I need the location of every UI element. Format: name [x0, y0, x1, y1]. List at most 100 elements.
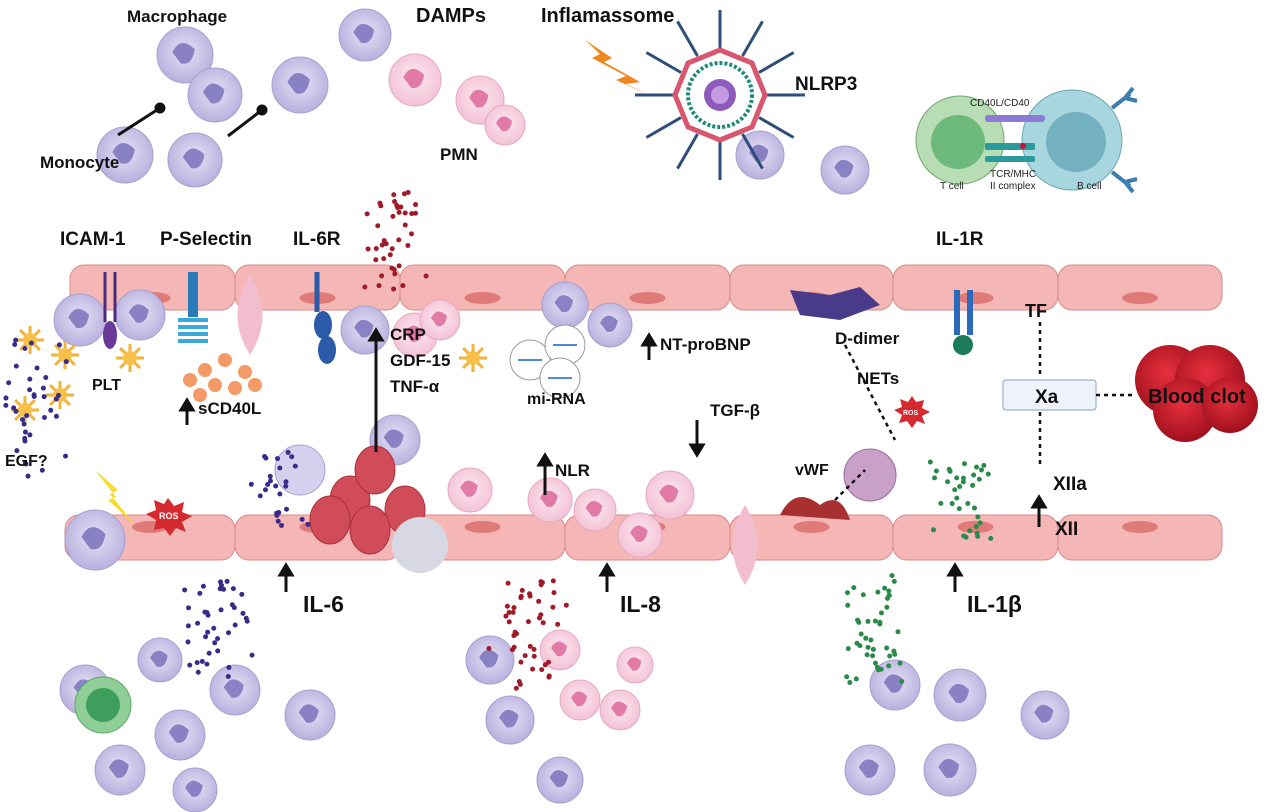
cytokine-dot	[365, 246, 371, 252]
cytokine-dot	[226, 664, 232, 670]
cytokine-dot	[423, 273, 429, 279]
cytokine-dot	[277, 491, 283, 497]
cytokine-dot	[22, 438, 28, 444]
label-il6: IL-6	[303, 591, 344, 617]
neutrophil-cell	[388, 53, 442, 107]
label-mirna: mi-RNA	[527, 391, 586, 408]
cytokine-dot	[540, 620, 546, 626]
cytokine-dot	[510, 609, 516, 615]
label-scd40l: sCD40L	[198, 399, 261, 418]
cytokine-dot	[22, 345, 28, 351]
cytokine-dot	[538, 582, 544, 588]
cytokine-dot	[897, 660, 903, 666]
cytokine-dot	[279, 522, 285, 528]
cytokine-dot	[19, 417, 25, 423]
bcell-label: B cell	[1077, 181, 1101, 192]
cytokine-dot	[229, 602, 235, 608]
cytokine-dot	[305, 521, 311, 527]
cytokine-dot	[362, 284, 368, 290]
cytokine-dot	[400, 283, 406, 289]
monocyte-cell	[154, 709, 206, 761]
cytokine-dot	[973, 524, 979, 530]
cytokine-dot	[899, 678, 905, 684]
label-il1b: IL-1β	[967, 591, 1022, 617]
platelet-icon	[11, 396, 39, 424]
endothelial-cell	[1057, 514, 1223, 561]
label-ros: ROS	[159, 511, 179, 521]
cytokine-dot	[273, 483, 279, 489]
label-macrophage: Macrophage	[127, 7, 227, 26]
neutrophil-transmigrating	[237, 275, 263, 355]
arrow-icon	[117, 106, 161, 137]
cytokine-dot	[379, 273, 385, 279]
cytokine-dot	[377, 200, 383, 206]
cytokine-dot	[847, 679, 853, 685]
cytokine-dot	[858, 631, 864, 637]
label-damps: DAMPs	[416, 5, 486, 27]
label-d-dimer: D-dimer	[835, 329, 900, 348]
scd40l-particle	[248, 378, 262, 392]
nucleus	[464, 292, 501, 304]
cytokine-dot	[965, 500, 971, 506]
label-xii: XII	[1055, 519, 1078, 540]
cytokine-dot	[886, 592, 892, 598]
cytokine-dot	[186, 605, 192, 611]
cytokine-dot	[203, 634, 209, 640]
cytokine-dot	[21, 421, 27, 427]
neutrophil-cell	[645, 470, 695, 520]
cytokine-dot	[518, 595, 524, 601]
cytokine-dot	[218, 579, 224, 585]
cytokine-dot	[530, 666, 536, 672]
cytokine-dot	[886, 588, 892, 594]
cytokine-dot	[205, 629, 211, 635]
cytokine-dot	[505, 580, 511, 586]
vwf-icon	[780, 497, 850, 520]
label-egf: EGF?	[5, 453, 48, 470]
neutrophil-cell	[599, 689, 641, 731]
cytokine-dot	[971, 505, 977, 511]
cytokine-dot	[550, 604, 556, 610]
cytokine-dot	[248, 481, 254, 487]
cytokine-dot	[212, 640, 218, 646]
cytokine-dot	[13, 363, 19, 369]
neutrophil-cell	[573, 488, 617, 532]
monocyte-cell	[137, 637, 183, 683]
label-inflamassome: Inflamassome	[541, 5, 674, 27]
cd40-label: CD40L/CD40	[970, 98, 1030, 109]
cytokine-dot	[24, 413, 30, 419]
ros-icon	[146, 498, 192, 536]
cytokine-dot	[887, 653, 893, 659]
cytokine-dot	[373, 257, 379, 263]
cytokine-dot	[988, 535, 994, 541]
cytokine-dot	[550, 578, 556, 584]
cytokine-dot	[962, 461, 968, 467]
cytokine-dot	[977, 520, 983, 526]
monocyte-cell	[94, 744, 146, 796]
scd40l-particle	[198, 363, 212, 377]
cytokine-dot	[56, 342, 62, 348]
cytokine-dot	[263, 455, 269, 461]
nucleus	[464, 521, 501, 533]
cytokine-dot	[874, 664, 880, 670]
cytokine-dot	[878, 666, 884, 672]
net-neutrophil	[843, 448, 897, 502]
monocyte-cell	[340, 305, 390, 355]
cytokine-dot	[884, 604, 890, 610]
cytokine-dot	[396, 209, 402, 215]
arrowhead	[640, 332, 658, 347]
cytokine-dot	[932, 475, 938, 481]
cytokine-dot	[405, 189, 411, 195]
cells	[11, 8, 1070, 812]
cytokine-dot	[23, 461, 29, 467]
cytokine-dot	[946, 466, 952, 472]
cytokine-dot	[957, 484, 963, 490]
cytokine-dot	[13, 337, 19, 343]
nucleus	[1122, 521, 1158, 533]
cytokine-dot	[221, 586, 227, 592]
cytokine-dot	[39, 467, 45, 473]
cytokine-dot	[285, 449, 291, 455]
neutrophil-cell	[559, 679, 601, 721]
label-icam1: ICAM-1	[60, 229, 126, 250]
cytokine-dot	[292, 463, 298, 469]
monocyte-cell	[96, 126, 154, 184]
